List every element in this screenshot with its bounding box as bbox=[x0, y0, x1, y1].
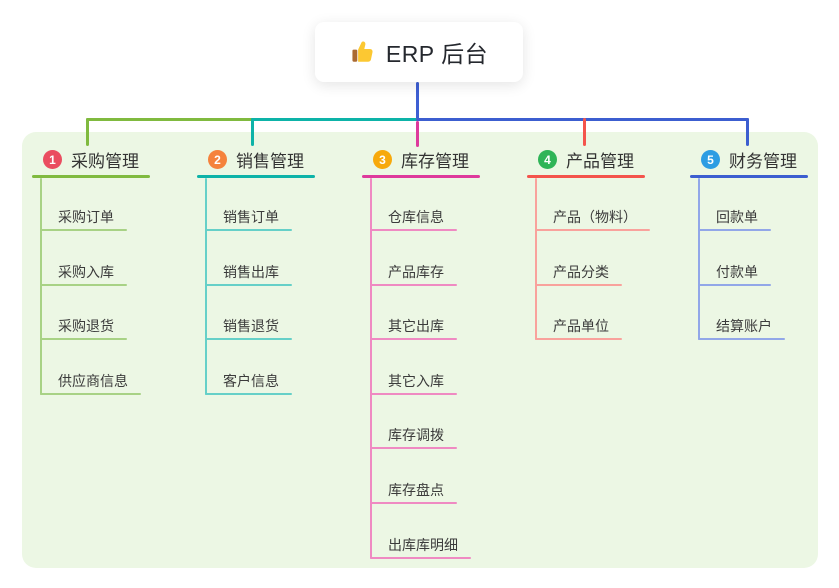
child-rail-line-1 bbox=[40, 178, 42, 395]
child-underline bbox=[698, 229, 771, 231]
child-underline bbox=[535, 338, 622, 340]
branch-label: 财务管理 bbox=[729, 152, 797, 171]
branch-stub-line-3 bbox=[415, 121, 419, 147]
child-node[interactable]: 付款单 bbox=[716, 264, 758, 280]
root-node[interactable]: ERP 后台 bbox=[315, 22, 523, 82]
child-node[interactable]: 结算账户 bbox=[716, 318, 772, 334]
branch-label: 采购管理 bbox=[71, 152, 139, 171]
child-node[interactable]: 供应商信息 bbox=[58, 373, 128, 389]
child-underline bbox=[535, 229, 651, 231]
root-node-label: ERP 后台 bbox=[385, 41, 489, 67]
child-rail-line-3 bbox=[370, 178, 372, 559]
child-underline bbox=[370, 229, 457, 231]
branch-underline-4 bbox=[527, 175, 645, 178]
trunk-segment-branch-5 bbox=[415, 118, 749, 121]
child-node[interactable]: 销售出库 bbox=[223, 264, 279, 280]
child-node[interactable]: 库存调拨 bbox=[388, 427, 444, 443]
child-underline bbox=[370, 284, 457, 286]
child-node[interactable]: 产品分类 bbox=[553, 264, 609, 280]
child-node[interactable]: 出库库明细 bbox=[388, 537, 458, 553]
child-underline bbox=[40, 229, 127, 231]
branch-node-3[interactable]: 3 库存管理 bbox=[373, 149, 469, 171]
branch-node-1[interactable]: 1 采购管理 bbox=[43, 149, 139, 171]
branch-stub-line-1 bbox=[85, 118, 89, 146]
root-connector-line bbox=[415, 82, 419, 121]
child-node[interactable]: 其它出库 bbox=[388, 318, 444, 334]
branch-node-2[interactable]: 2 销售管理 bbox=[208, 149, 304, 171]
branch-node-5[interactable]: 5 财务管理 bbox=[701, 149, 797, 171]
branch-label: 库存管理 bbox=[401, 152, 469, 171]
child-node[interactable]: 库存盘点 bbox=[388, 482, 444, 498]
child-underline bbox=[40, 338, 127, 340]
child-underline bbox=[535, 284, 622, 286]
child-rail-line-5 bbox=[698, 178, 700, 341]
child-underline bbox=[370, 447, 457, 449]
child-underline bbox=[698, 284, 771, 286]
branch-stub-line-2 bbox=[250, 118, 254, 146]
branch-number-badge: 2 bbox=[208, 150, 227, 169]
child-underline bbox=[205, 338, 292, 340]
child-underline bbox=[370, 393, 457, 395]
child-underline bbox=[370, 557, 471, 559]
branch-stub-line-5 bbox=[745, 118, 749, 146]
child-underline bbox=[40, 284, 127, 286]
thumbs-up-icon bbox=[350, 39, 376, 65]
child-node[interactable]: 采购订单 bbox=[58, 209, 114, 225]
branch-underline-3 bbox=[362, 175, 480, 178]
branch-stub-line-4 bbox=[582, 118, 586, 146]
child-node[interactable]: 产品单位 bbox=[553, 318, 609, 334]
trunk-segment-branch-2 bbox=[250, 118, 419, 121]
child-node[interactable]: 仓库信息 bbox=[388, 209, 444, 225]
branch-number-badge: 3 bbox=[373, 150, 392, 169]
child-underline bbox=[205, 229, 292, 231]
child-node[interactable]: 采购退货 bbox=[58, 318, 114, 334]
branch-number-badge: 4 bbox=[538, 150, 557, 169]
child-underline bbox=[370, 502, 457, 504]
branch-underline-1 bbox=[32, 175, 150, 178]
branch-label: 产品管理 bbox=[566, 152, 634, 171]
child-node[interactable]: 产品库存 bbox=[388, 264, 444, 280]
child-underline bbox=[205, 284, 292, 286]
branch-label: 销售管理 bbox=[236, 152, 304, 171]
child-node[interactable]: 其它入库 bbox=[388, 373, 444, 389]
child-underline bbox=[205, 393, 292, 395]
child-underline bbox=[698, 338, 785, 340]
child-underline bbox=[40, 393, 141, 395]
branch-number-badge: 5 bbox=[701, 150, 720, 169]
branch-number-badge: 1 bbox=[43, 150, 62, 169]
child-underline bbox=[370, 338, 457, 340]
child-rail-line-4 bbox=[535, 178, 537, 341]
child-node[interactable]: 客户信息 bbox=[223, 373, 279, 389]
child-node[interactable]: 回款单 bbox=[716, 209, 758, 225]
branch-underline-2 bbox=[197, 175, 315, 178]
branches-background-panel bbox=[22, 132, 818, 568]
branch-node-4[interactable]: 4 产品管理 bbox=[538, 149, 634, 171]
child-node[interactable]: 产品（物料） bbox=[553, 209, 637, 225]
child-node[interactable]: 销售订单 bbox=[223, 209, 279, 225]
child-node[interactable]: 采购入库 bbox=[58, 264, 114, 280]
child-node[interactable]: 销售退货 bbox=[223, 318, 279, 334]
branch-underline-5 bbox=[690, 175, 808, 178]
child-rail-line-2 bbox=[205, 178, 207, 395]
